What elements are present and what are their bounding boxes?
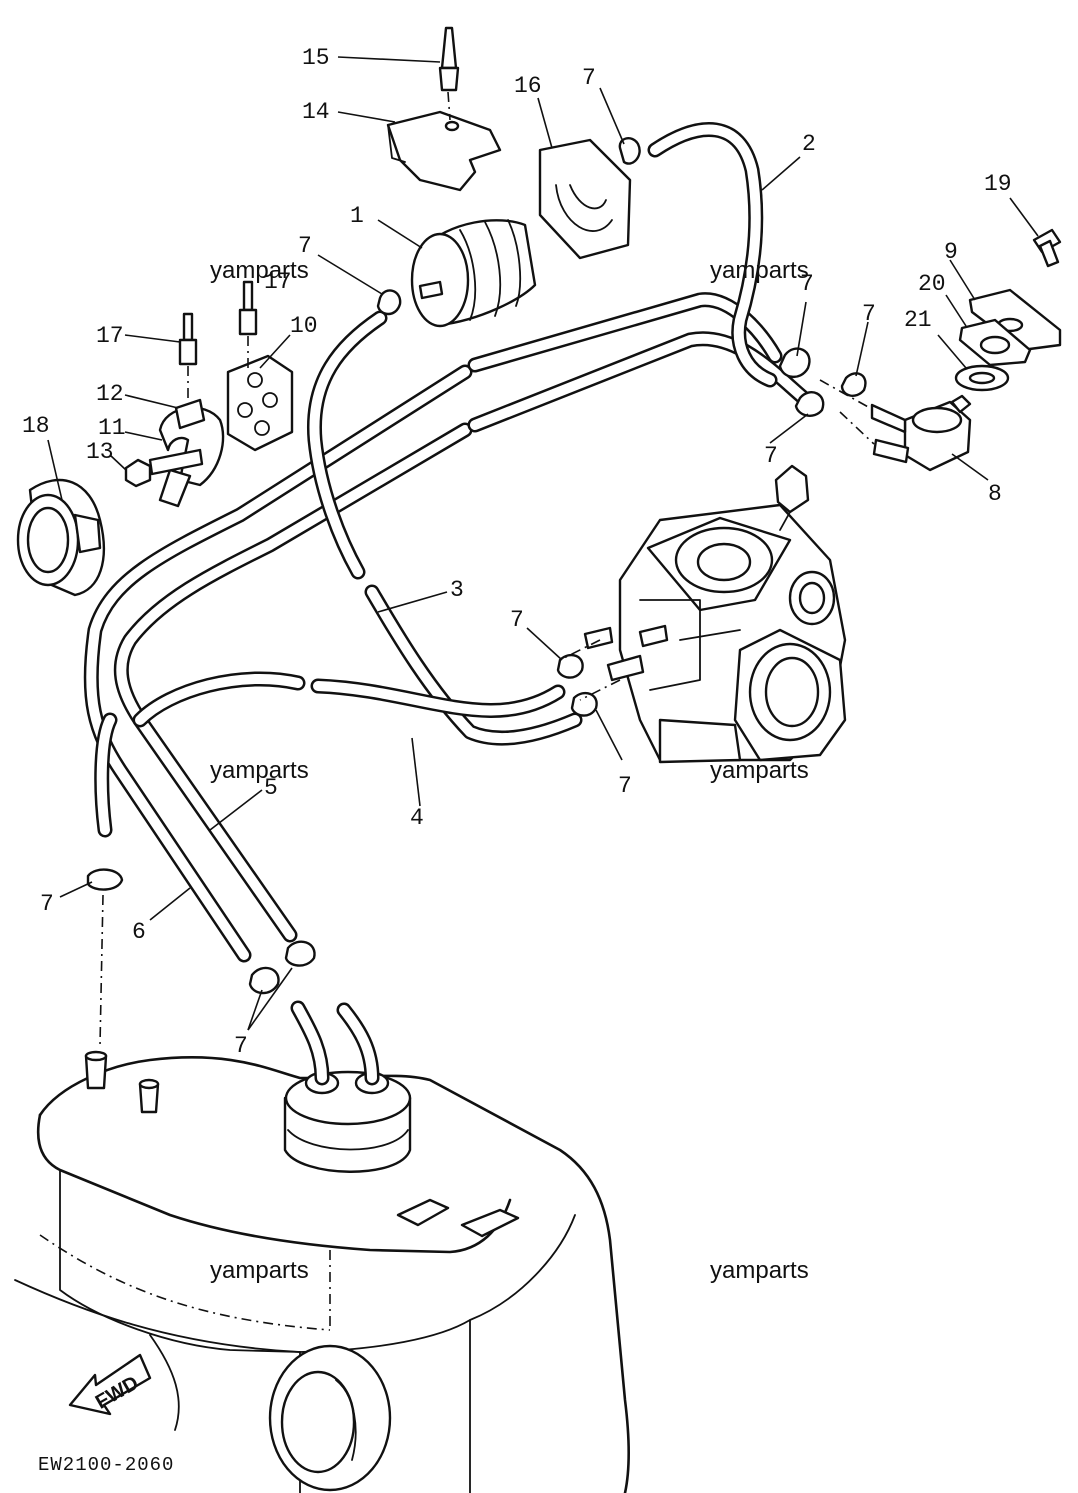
callout-11: 11: [98, 415, 126, 441]
watermark-text: yamparts: [210, 757, 309, 784]
callout-2: 2: [802, 131, 816, 157]
watermark-text: yamparts: [710, 257, 809, 284]
watermark-text: yamparts: [710, 757, 809, 784]
leader-lines: [47, 56, 1039, 1031]
clamp-11-12: [148, 398, 225, 508]
hose-3: [306, 310, 583, 746]
callout-13: 13: [86, 439, 114, 465]
fuel-pickup-assembly: [283, 1000, 412, 1173]
gasket-20: [958, 318, 1032, 367]
callout-4: 4: [410, 805, 424, 831]
callout-9: 9: [944, 239, 958, 265]
block-10: [226, 354, 294, 452]
carburetor: [583, 464, 847, 764]
bolt-17-upper: [238, 280, 258, 336]
callout-7-i: 7: [234, 1033, 248, 1059]
fwd-arrow: FWD: [68, 1353, 152, 1416]
grommet-18: [16, 478, 105, 597]
hose-clamp-7: [86, 137, 867, 1046]
callout-15: 15: [302, 45, 330, 71]
watermark-text: yamparts: [210, 1257, 309, 1284]
callout-7-c: 7: [800, 271, 814, 297]
hose-4: [132, 671, 566, 728]
callout-12: 12: [96, 381, 124, 407]
callout-7-e: 7: [764, 443, 778, 469]
bolt-17-lower: [178, 312, 198, 366]
filter-band-16: [538, 138, 632, 260]
part-callouts: 15 14 16 7 2 19 1 7 9 17 20 7 7 10 17 21…: [22, 45, 1012, 1059]
watermark-text: yamparts: [710, 1257, 809, 1284]
callout-14: 14: [302, 99, 330, 125]
callout-7-d: 7: [862, 301, 876, 327]
callout-18: 18: [22, 413, 50, 439]
nut-13: [124, 458, 152, 488]
callout-17-b: 17: [96, 323, 124, 349]
callout-7-f: 7: [510, 607, 524, 633]
watermark-text: yamparts: [210, 257, 309, 284]
screw-19: [1032, 228, 1062, 268]
callout-7-g: 7: [618, 773, 632, 799]
tank-filler-neck: [268, 1344, 392, 1492]
callout-16: 16: [514, 73, 542, 99]
bracket-14: [386, 110, 502, 192]
callout-3: 3: [450, 577, 464, 603]
hose-2: [647, 122, 778, 388]
callout-21: 21: [904, 307, 932, 333]
callout-17-a: 17: [264, 269, 292, 295]
callout-1: 1: [350, 203, 364, 229]
callout-6: 6: [132, 919, 146, 945]
plate-9: [968, 288, 1062, 352]
callout-7-b: 7: [298, 233, 312, 259]
fuel-filter: [410, 219, 537, 328]
callout-10: 10: [290, 313, 318, 339]
callout-19: 19: [984, 171, 1012, 197]
callout-7-h: 7: [40, 891, 54, 917]
callout-20: 20: [918, 271, 946, 297]
fuel-tank: [14, 1050, 631, 1493]
fuel-cock: [819, 379, 972, 472]
callout-8: 8: [988, 481, 1002, 507]
hose-5-6-long-run: [83, 292, 820, 963]
washer-21: [954, 364, 1010, 392]
callout-5: 5: [264, 775, 278, 801]
screw-15: [438, 26, 460, 92]
watermarks: yamparts yamparts yamparts yamparts yamp…: [210, 257, 809, 1284]
callout-7-a: 7: [582, 65, 596, 91]
diagram-code: EW2100-2060: [38, 1454, 174, 1476]
